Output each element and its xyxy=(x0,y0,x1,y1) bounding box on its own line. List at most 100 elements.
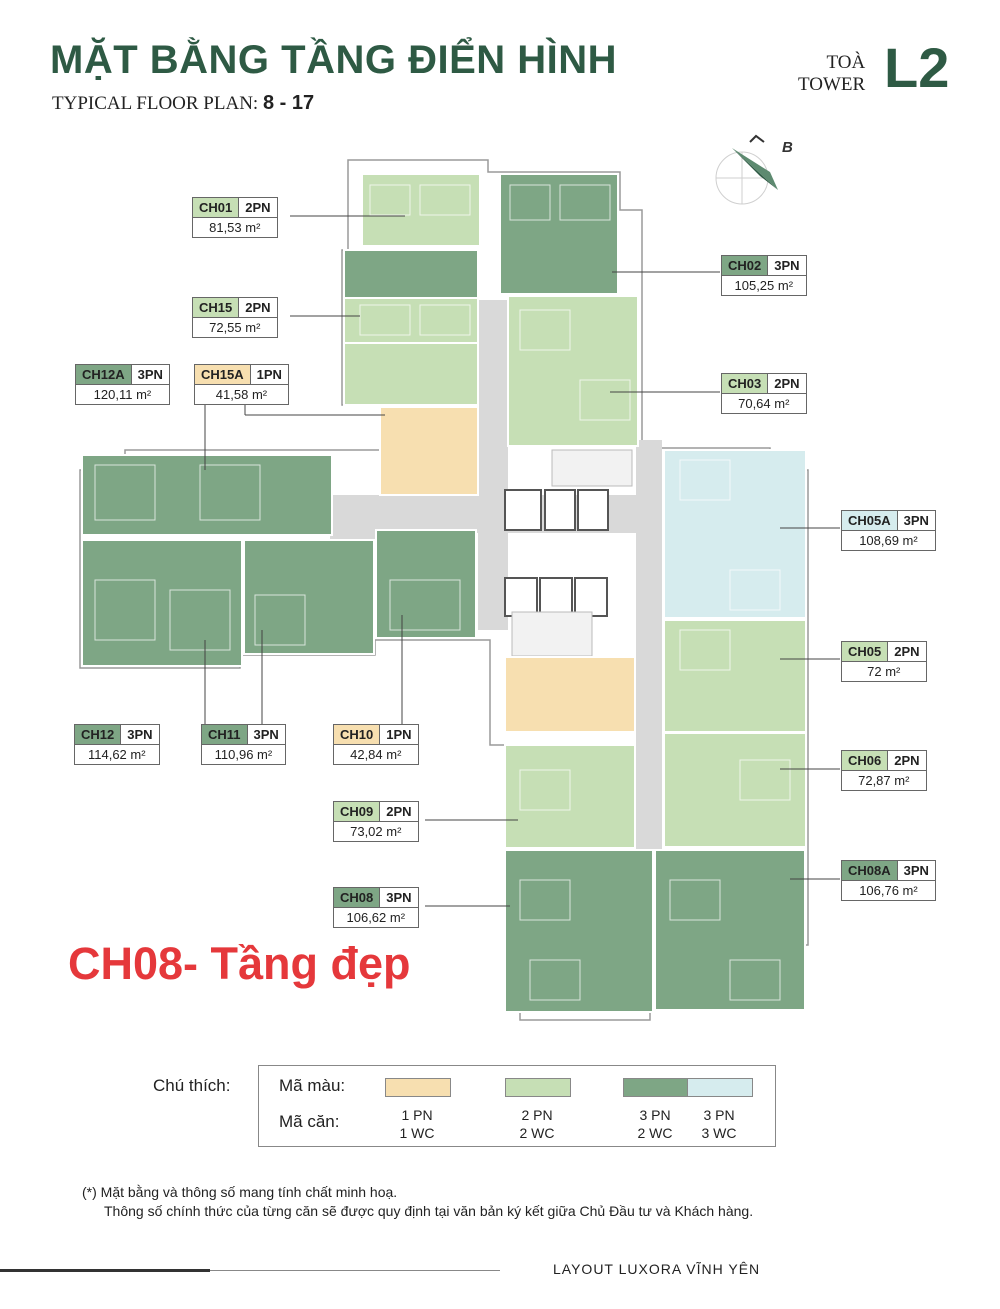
note-line-2: Thông số chính thức của từng căn sẽ được… xyxy=(104,1203,754,1219)
unit-label-ch12: CH12 3PN 114,62 m² xyxy=(74,724,160,765)
legend-code-line1: 3 PN xyxy=(639,1107,671,1123)
subtitle-prefix: TYPICAL FLOOR PLAN: xyxy=(52,93,263,114)
unit-label-ch09: CH09 2PN 73,02 m² xyxy=(333,801,419,842)
unit-block-ch11 xyxy=(243,539,375,655)
unit-block-ch02 xyxy=(499,173,619,295)
unit-blocks xyxy=(81,173,807,1013)
unit-block-ch12a xyxy=(81,454,333,536)
unit-bedrooms: 3PN xyxy=(246,725,285,744)
unit-area: 72,87 m² xyxy=(842,770,926,790)
unit-bedrooms: 3PN xyxy=(896,511,935,530)
unit-block-ch15a xyxy=(379,406,479,496)
unit-bedrooms: 1PN xyxy=(249,365,288,384)
unit-area: 106,76 m² xyxy=(842,880,935,900)
tower-label-en: TOWER xyxy=(798,74,866,95)
unit-code: CH02 xyxy=(722,256,768,275)
unit-code: CH12 xyxy=(75,725,121,744)
unit-bedrooms: 2PN xyxy=(887,642,925,661)
unit-bedrooms: 2PN xyxy=(238,198,276,217)
unit-bedrooms: 1PN xyxy=(379,725,417,744)
unit-block-ch10 xyxy=(504,656,636,733)
unit-area: 81,53 m² xyxy=(193,217,277,237)
floor-range: 8 - 17 xyxy=(262,92,315,114)
unit-code: CH03 xyxy=(722,374,768,393)
unit-bedrooms: 3PN xyxy=(120,725,158,744)
unit-code: CH11 xyxy=(202,725,247,744)
legend-code-line1: 3 PN xyxy=(703,1107,735,1123)
unit-block-ch05a xyxy=(663,449,807,619)
unit-bedrooms: 3PN xyxy=(130,365,169,384)
unit-label-ch15: CH15 2PN 72,55 m² xyxy=(192,297,278,338)
footer-divider-accent xyxy=(0,1269,210,1272)
legend-code-line2: 1 WC xyxy=(399,1125,435,1141)
unit-label-ch15a: CH15A 1PN 41,58 m² xyxy=(194,364,289,405)
unit-bedrooms: 2PN xyxy=(887,751,925,770)
stairs xyxy=(511,449,633,657)
stair-core xyxy=(504,489,609,617)
unit-code: CH15A xyxy=(195,365,250,384)
footer-divider xyxy=(0,1270,500,1271)
unit-label-ch10: CH10 1PN 42,84 m² xyxy=(333,724,419,765)
legend-code-line2: 2 WC xyxy=(519,1125,555,1141)
unit-block-ch01 xyxy=(361,173,481,247)
legend-code-3pn-3wc: 3 PN 3 WC xyxy=(687,1106,751,1142)
tower-name: L2 xyxy=(884,36,950,99)
unit-area: 72 m² xyxy=(842,661,926,681)
unit-block-ch05 xyxy=(663,619,807,733)
unit-code: CH05A xyxy=(842,511,897,530)
disclaimer-note: (*) Mặt bằng và thông số mang tính chất … xyxy=(82,1183,753,1221)
unit-code: CH15 xyxy=(193,298,239,317)
unit-label-ch08a: CH08A 3PN 106,76 m² xyxy=(841,860,936,901)
unit-label-ch12a: CH12A 3PN 120,11 m² xyxy=(75,364,170,405)
unit-label-ch08: CH08 3PN 106,62 m² xyxy=(333,887,419,928)
legend-swatch-1pn xyxy=(385,1078,451,1097)
unit-bedrooms: 2PN xyxy=(238,298,276,317)
compass-letter: B xyxy=(782,139,793,156)
unit-code: CH05 xyxy=(842,642,888,661)
legend-code-line2: 3 WC xyxy=(701,1125,737,1141)
unit-area: 114,62 m² xyxy=(75,744,159,764)
note-line-1: (*) Mặt bằng và thông số mang tính chất … xyxy=(82,1184,398,1200)
unit-label-ch02: CH02 3PN 105,25 m² xyxy=(721,255,807,296)
room-details xyxy=(94,184,791,1001)
legend: Mã màu: Mã căn: 1 PN 1 WC 2 PN 2 WC 3 PN… xyxy=(258,1065,776,1147)
unit-area: 106,62 m² xyxy=(334,907,418,927)
unit-code: CH06 xyxy=(842,751,888,770)
legend-code-line1: 1 PN xyxy=(401,1107,433,1123)
highlight-overlay-text: CH08- Tầng đẹp xyxy=(68,938,411,989)
page-title: MẶT BẰNG TẦNG ĐIỂN HÌNH xyxy=(50,38,618,82)
unit-block-ch15b xyxy=(343,342,479,406)
legend-code-1pn: 1 PN 1 WC xyxy=(385,1106,449,1142)
unit-label-ch11: CH11 3PN 110,96 m² xyxy=(201,724,286,765)
unit-area: 70,64 m² xyxy=(722,393,806,413)
unit-area: 41,58 m² xyxy=(195,384,288,404)
unit-bedrooms: 2PN xyxy=(379,802,417,821)
unit-block-ch11b xyxy=(375,529,477,639)
unit-area: 108,69 m² xyxy=(842,530,935,550)
tower-caption: TOÀ TOWER xyxy=(798,52,865,96)
unit-bedrooms: 3PN xyxy=(896,861,935,880)
unit-area: 42,84 m² xyxy=(334,744,418,764)
unit-label-ch01: CH01 2PN 81,53 m² xyxy=(192,197,278,238)
legend-title: Chú thích: xyxy=(153,1076,231,1095)
legend-code-line1: 2 PN xyxy=(521,1107,553,1123)
unit-block-ch08 xyxy=(504,849,654,1013)
unit-block-ch06 xyxy=(663,732,807,848)
unit-block-ch12 xyxy=(81,539,243,667)
legend-code-line2: 2 WC xyxy=(637,1125,673,1141)
legend-code-2pn: 2 PN 2 WC xyxy=(505,1106,569,1142)
unit-label-ch05a: CH05A 3PN 108,69 m² xyxy=(841,510,936,551)
tower-label-vi: TOÀ xyxy=(826,52,866,73)
unit-bedrooms: 3PN xyxy=(379,888,417,907)
unit-area: 110,96 m² xyxy=(202,744,285,764)
unit-area: 120,11 m² xyxy=(76,384,169,404)
legend-swatch-3pn-2wc xyxy=(623,1078,689,1097)
unit-area: 73,02 m² xyxy=(334,821,418,841)
unit-area: 105,25 m² xyxy=(722,275,806,295)
unit-code: CH08A xyxy=(842,861,897,880)
unit-label-ch06: CH06 2PN 72,87 m² xyxy=(841,750,927,791)
unit-code: CH12A xyxy=(76,365,131,384)
page-subtitle: TYPICAL FLOOR PLAN: 8 - 17 xyxy=(52,92,314,115)
unit-bedrooms: 3PN xyxy=(767,256,805,275)
